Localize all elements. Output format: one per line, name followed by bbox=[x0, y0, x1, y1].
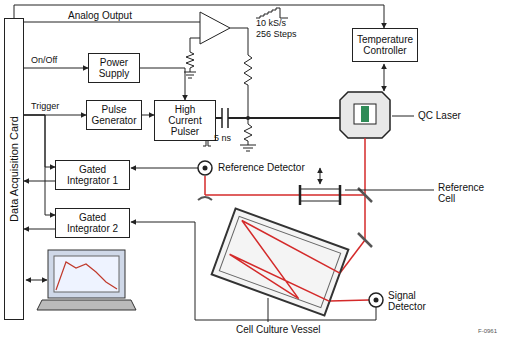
detector-symbol bbox=[369, 293, 383, 307]
part-name: Cell Culture Vessel bbox=[236, 324, 320, 335]
pulse-generator-box: Pulse Generator bbox=[86, 100, 142, 130]
detector-symbol bbox=[203, 166, 208, 171]
pulser-box: High Current Pulser bbox=[154, 100, 216, 141]
connector bbox=[24, 229, 55, 230]
part-name: Reference Detector bbox=[218, 162, 305, 173]
connector bbox=[24, 115, 55, 215]
laptop-screen bbox=[48, 250, 125, 298]
signal-name: Analog Output bbox=[68, 10, 132, 21]
junction-dot bbox=[246, 116, 250, 120]
mirror bbox=[198, 197, 212, 200]
detector-symbol bbox=[374, 298, 379, 303]
integrator-box: Gated Integrator 2 bbox=[55, 208, 130, 238]
cell-window bbox=[299, 185, 302, 205]
laptop-base bbox=[37, 300, 136, 310]
daq-card: Data Acquisition Card bbox=[4, 18, 24, 320]
laser-beam bbox=[330, 300, 369, 301]
ground-symbol bbox=[240, 145, 256, 151]
vessel-wall bbox=[219, 216, 340, 307]
box-label: Data Acquisition Card bbox=[8, 116, 20, 222]
leader-line bbox=[268, 298, 269, 322]
pulse-width: 5 ns bbox=[214, 134, 231, 144]
spec-note: 10 kS/s bbox=[256, 19, 286, 29]
connector bbox=[24, 115, 55, 167]
control-wire bbox=[384, 64, 385, 91]
integrator-box: Gated Integrator 1 bbox=[55, 160, 130, 190]
connector bbox=[140, 68, 185, 100]
connector bbox=[24, 68, 88, 69]
plot-curve bbox=[56, 262, 117, 290]
edge-label: On/Off bbox=[30, 56, 58, 66]
box-label: Power Supply bbox=[92, 57, 136, 79]
part-name: Reference Cell bbox=[438, 182, 498, 204]
power-supply-box: Power Supply bbox=[88, 53, 140, 83]
laser-mount bbox=[354, 104, 376, 124]
laser-beam bbox=[204, 176, 206, 195]
capacitor-symbol bbox=[221, 108, 223, 128]
cell-window bbox=[339, 185, 342, 205]
laser-beam bbox=[223, 220, 345, 308]
connector bbox=[142, 115, 154, 116]
culture-vessel bbox=[212, 209, 349, 316]
resistor-symbol bbox=[186, 38, 200, 72]
edge-label: Trigger bbox=[30, 102, 60, 112]
laser-housing bbox=[340, 92, 390, 138]
staircase-waveform bbox=[256, 8, 288, 18]
mirror bbox=[358, 233, 372, 247]
reference-cell bbox=[300, 189, 340, 201]
box-label: Gated Integrator 2 bbox=[59, 212, 126, 234]
part-name: QC Laser bbox=[418, 110, 461, 121]
pulse-wire bbox=[228, 117, 340, 119]
leader-line bbox=[392, 116, 414, 117]
box-label: Gated Integrator 1 bbox=[59, 164, 126, 186]
figure-id: F-0961 bbox=[478, 328, 497, 335]
pulse-wire bbox=[216, 117, 222, 119]
detector-symbol bbox=[198, 161, 212, 175]
temperature-controller-box: Temperature Controller bbox=[352, 28, 418, 62]
connector bbox=[14, 5, 384, 28]
spec-note: 256 Steps bbox=[256, 30, 297, 40]
signal-wire bbox=[131, 168, 198, 169]
laser-beam bbox=[364, 138, 366, 240]
box-label: High Current Pulser bbox=[158, 104, 212, 137]
plot-area bbox=[54, 256, 119, 292]
motion-arrow bbox=[320, 168, 321, 184]
data-link bbox=[26, 280, 47, 281]
leader-line bbox=[345, 190, 434, 191]
ground-symbol bbox=[184, 72, 196, 78]
box-label: Pulse Generator bbox=[90, 104, 138, 126]
analog-wire bbox=[24, 22, 200, 23]
vessel-wall bbox=[212, 209, 349, 316]
part-name: Signal Detector bbox=[388, 290, 444, 312]
resistor-symbol bbox=[244, 118, 252, 145]
box-label: Temperature Controller bbox=[356, 34, 414, 56]
laser-chip bbox=[361, 106, 369, 122]
connector bbox=[24, 181, 55, 182]
opamp-symbol bbox=[200, 12, 230, 44]
resistor-symbol bbox=[230, 28, 252, 118]
